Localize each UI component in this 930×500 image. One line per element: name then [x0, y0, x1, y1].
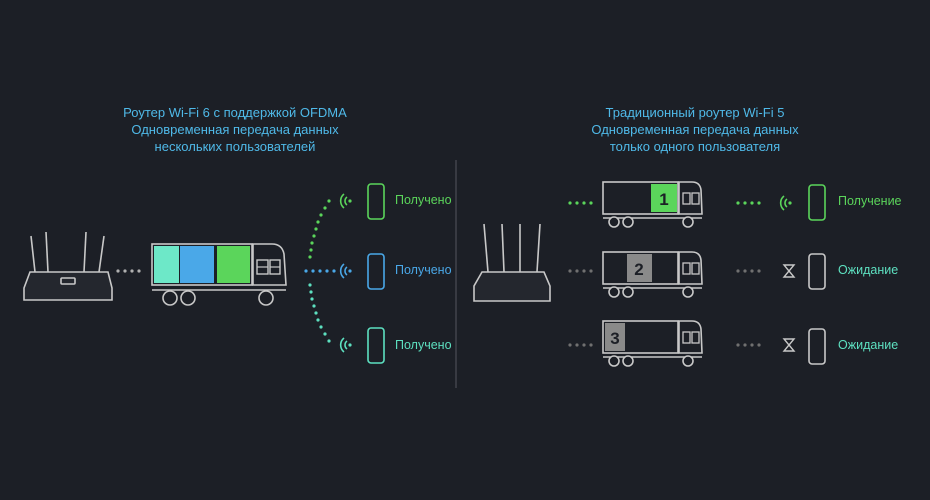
wifi6-title-line-3: нескольких пользователей [154, 139, 316, 154]
router-to-truck-2-dots [568, 269, 593, 273]
hourglass-icon [782, 264, 796, 278]
device-3-phone-icon [367, 327, 385, 364]
router-to-truck-1-dots [568, 201, 593, 205]
wifi5-title-line-3: только одного пользователя [609, 139, 781, 154]
wifi6-title: Роутер Wi-Fi 6 с поддержкой OFDMA Одновр… [60, 104, 410, 155]
wifi5-title-line-2: Одновременная передача данных [591, 122, 799, 137]
right-device-3-phone-icon [808, 328, 826, 365]
device-3-status: Получено [395, 338, 452, 352]
device-1-phone-icon [367, 183, 385, 220]
wifi6-router [23, 231, 113, 301]
truck-3-status: Ожидание [838, 338, 899, 352]
device-3-wifi-icon [339, 337, 353, 353]
wifi6-title-line-1: Роутер Wi-Fi 6 с поддержкой OFDMA [123, 105, 347, 120]
truck-1 [602, 181, 703, 228]
truck-2-status: Ожидание [838, 263, 899, 277]
hourglass-icon [782, 338, 796, 352]
wifi6-title-line-2: Одновременная передача данных [131, 122, 339, 137]
device-1-wifi-icon [339, 193, 353, 209]
truck-2-number: 2 [634, 260, 643, 279]
wifi5-router [473, 223, 551, 302]
multi-user-truck [151, 243, 287, 306]
device-2-status: Получено [395, 263, 452, 277]
device-2-phone-icon [367, 253, 385, 290]
wifi5-title: Традиционный роутер Wi-Fi 5 Одновременна… [520, 104, 870, 155]
truck-2-to-device-dots [736, 269, 761, 273]
truck-3 [602, 320, 703, 367]
right-device-2-phone-icon [808, 253, 826, 290]
truck-2 [602, 251, 703, 298]
router-to-truck-3-dots [568, 343, 593, 347]
right-device-1-phone-icon [808, 184, 826, 221]
device-2-wifi-icon [339, 263, 353, 279]
truck-3-to-device-dots [736, 343, 761, 347]
truck-1-status: Получение [838, 194, 902, 208]
truck-3-number: 3 [610, 329, 619, 348]
right-device-1-wifi-icon [779, 195, 793, 211]
device-1-status: Получено [395, 193, 452, 207]
router-to-truck-dots [116, 269, 141, 273]
wifi5-title-line-1: Традиционный роутер Wi-Fi 5 [605, 105, 785, 120]
truck-1-number: 1 [659, 190, 668, 209]
truck-1-to-device-dots [736, 201, 761, 205]
fanout-dots [304, 199, 336, 343]
